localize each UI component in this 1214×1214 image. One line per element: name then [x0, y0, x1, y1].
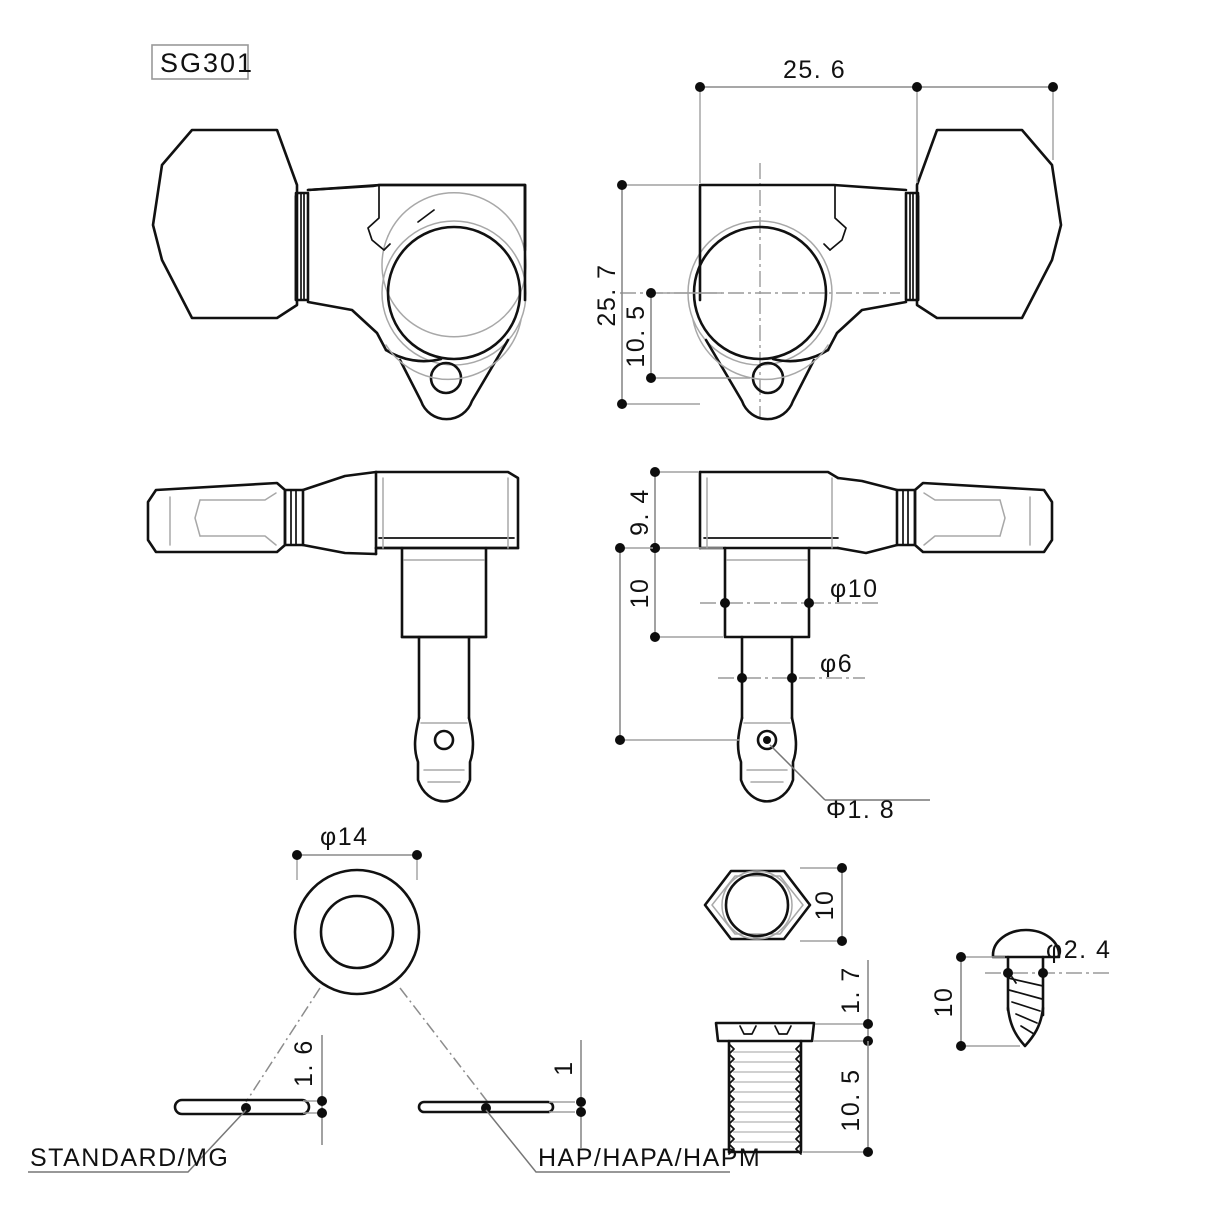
part-number-tag: SG301: [151, 44, 254, 80]
dimension-hex-nut-across-flats: 10: [800, 863, 847, 946]
dimension-washer-outer-diameter: φ14: [292, 823, 422, 880]
view-washer-plan: φ14: [245, 823, 491, 1106]
dimension-post-collar-diameter-text: φ10: [830, 575, 879, 603]
view-mounting-screw: 10 φ2. 4: [930, 928, 1111, 1051]
dimension-hole-center-height-text: 10. 5: [622, 304, 650, 367]
leader-to-hap-washer: [399, 987, 491, 1106]
dimension-post-shaft-diameter-text: φ6: [820, 650, 853, 678]
dimension-body-height: 9. 4: [626, 467, 698, 553]
washer-hap-label: HAP/HAPA/HAPM: [538, 1144, 761, 1172]
dimension-string-hole-diameter-text: Φ1. 8: [826, 796, 895, 824]
view-tuner-front-right: 25. 6 25. 7 10. 5: [593, 56, 1063, 421]
dimension-post-shaft-diameter: φ6: [718, 650, 865, 683]
dimension-hex-nut-across-flats-text: 10: [811, 890, 839, 921]
view-washer-section-standard: 1. 6 STANDARD/MG: [28, 1035, 327, 1173]
dimension-screw-length: 10: [930, 952, 1020, 1051]
washer-standard-label: STANDARD/MG: [30, 1144, 229, 1172]
dimension-washer-hap-thickness: 1: [549, 1040, 586, 1148]
dimension-overall-width: 25. 6: [695, 56, 1058, 183]
leader-to-standard-washer: [245, 987, 321, 1103]
dimension-post-collar-diameter: φ10: [700, 575, 880, 608]
view-bushing-section: 1. 7 10. 5: [714, 960, 873, 1157]
dimension-bushing-flange-thickness-text: 1. 7: [837, 966, 865, 1014]
dimension-overall-height-text: 25. 7: [593, 263, 621, 326]
view-washer-section-hap: 1 HAP/HAPA/HAPM: [417, 1040, 761, 1173]
dimension-string-hole-diameter: Φ1. 8: [769, 744, 930, 824]
dimension-hole-center-height: 10. 5: [622, 288, 750, 383]
dimension-washer-outer-diameter-text: φ14: [320, 823, 369, 851]
dimension-bushing-flange-thickness: 1. 7: [813, 960, 873, 1046]
view-tuner-side-left: [146, 470, 520, 803]
dimension-washer-standard-thickness-text: 1. 6: [290, 1039, 318, 1087]
view-tuner-front-left: [151, 128, 527, 421]
dimension-bushing-thread-length-text: 10. 5: [837, 1068, 865, 1131]
dimension-bushing-seat-height-text: 10: [626, 578, 654, 609]
dimension-screw-diameter-text: φ2. 4: [1046, 936, 1111, 964]
dimension-body-height-text: 9. 4: [626, 488, 654, 536]
part-number-label: SG301: [160, 48, 254, 78]
dimension-bushing-seat-height: 10: [626, 543, 723, 642]
dimension-overall-height: 25. 7: [593, 180, 700, 409]
dimension-washer-standard-thickness: 1. 6: [290, 1035, 327, 1145]
dimension-bushing-thread-length: 10. 5: [803, 1041, 873, 1157]
view-tuner-side-right: 9. 4 10 φ10: [615, 467, 1054, 824]
dimension-screw-diameter: φ2. 4: [985, 936, 1111, 978]
dimension-post-overall-reference: [615, 543, 740, 745]
dimension-washer-hap-thickness-text: 1: [550, 1060, 578, 1075]
dimension-screw-length-text: 10: [930, 987, 958, 1018]
view-hex-nut-plan: 10: [703, 863, 847, 946]
dimension-overall-width-text: 25. 6: [783, 56, 846, 84]
